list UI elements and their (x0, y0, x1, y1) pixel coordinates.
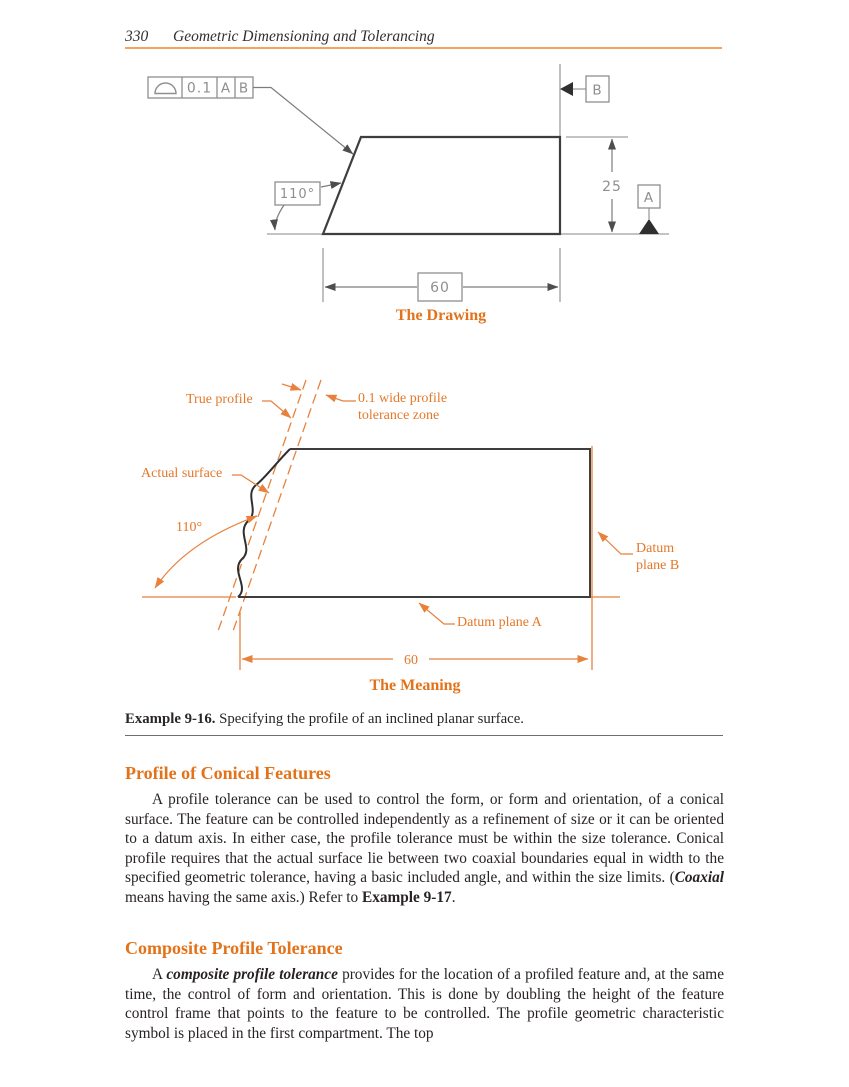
zone-label-line1: 0.1 wide profile (358, 391, 448, 406)
profile-of-surface-icon (154, 82, 177, 95)
zone-leader (325, 394, 356, 403)
actual-surface-label: Actual surface (141, 466, 223, 481)
fcf-datum-a: A (221, 81, 231, 97)
s1-seg3: Example 9-17 (362, 888, 452, 906)
tolerance-zone-lines (216, 379, 322, 635)
actual-surface-line (237, 448, 291, 598)
s2-seg1: composite profile tolerance (166, 966, 338, 983)
datum-plane-b-label: Datum plane B (636, 541, 679, 574)
datum-a-symbol: A (637, 184, 661, 234)
fcf-leader (253, 86, 354, 155)
feature-control-frame: 0.1 A B (147, 76, 354, 155)
angle-dimension: 110° (269, 181, 342, 231)
section2-heading: Composite Profile Tolerance (125, 938, 343, 958)
fcf-tolerance: 0.1 (187, 81, 212, 97)
page-number: 330 (125, 28, 149, 45)
angle-value: 110° (280, 187, 315, 202)
meaning-figure: 60 (142, 379, 633, 670)
datum-b-label-line2: plane B (636, 557, 680, 573)
s1-seg0: A profile tolerance can be used to contr… (125, 791, 724, 887)
header-rule (125, 47, 722, 49)
true-profile-label: True profile (186, 392, 253, 407)
datum-b-label-line1: Datum (636, 541, 675, 556)
section1-heading: Profile of Conical Features (125, 763, 331, 783)
meaning-width-value: 60 (404, 653, 418, 668)
meaning-title: The Meaning (369, 677, 461, 694)
zone-label-line2: tolerance zone (358, 407, 440, 423)
datum-b-triangle-icon (560, 82, 573, 96)
s1-seg4: . (451, 888, 456, 906)
angle-arc (154, 515, 258, 589)
datum-plane-lines (142, 446, 620, 670)
drawing-figure: 0.1 A B 110° B 25 A (147, 64, 669, 302)
s2-seg0: A (152, 966, 167, 983)
running-title: Geometric Dimensioning and Tolerancing (173, 28, 435, 45)
section2-paragraph: A composite profile tolerance provides f… (125, 965, 724, 1043)
caption-rule (125, 735, 723, 736)
actual-surface-leader (232, 474, 270, 494)
part-outline (238, 448, 591, 598)
true-profile-leader (262, 400, 292, 419)
s2-seg2: provides for the location of a profiled … (125, 966, 724, 1042)
height-value: 25 (602, 179, 622, 195)
datum-a-triangle-icon (639, 219, 659, 234)
fcf-datum-b: B (239, 81, 249, 97)
caption-label: Example 9-16. (125, 711, 216, 727)
zone-width-arrow (281, 383, 302, 391)
figure-caption: Example 9-16. Specifying the profile of … (125, 711, 725, 728)
datum-a-letter: A (644, 190, 654, 206)
part-outline (321, 135, 562, 236)
datum-plane-a-label: Datum plane A (457, 615, 542, 630)
drawing-title: The Drawing (395, 307, 487, 324)
datum-a-leader (418, 602, 455, 625)
s1-seg2: means having the same axis.) Refer to (125, 888, 363, 906)
datum-b-leader (597, 531, 633, 555)
section1-paragraph: A profile tolerance can be used to contr… (125, 790, 724, 908)
s1-seg1: Coaxial (674, 869, 724, 887)
width-value: 60 (430, 280, 450, 296)
datum-b-symbol: B (560, 75, 610, 103)
zone-label: 0.1 wide profile tolerance zone (358, 391, 447, 424)
width-dimension: 60 (324, 272, 559, 302)
caption-text: Specifying the profile of an inclined pl… (215, 711, 524, 727)
datum-b-letter: B (592, 83, 602, 99)
meaning-angle-label: 110° (176, 520, 203, 535)
leaders (154, 383, 633, 663)
height-dimension: 25 (602, 138, 622, 233)
